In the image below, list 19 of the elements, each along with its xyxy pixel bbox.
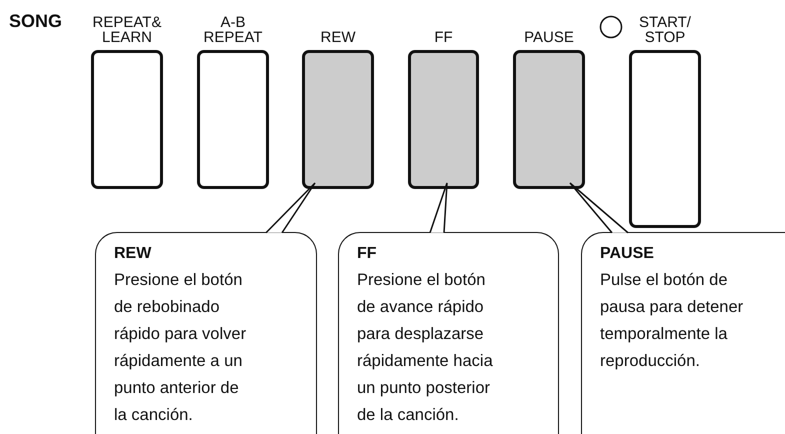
button-label: A-B REPEAT — [202, 15, 264, 45]
callout-heading: PAUSE — [600, 245, 654, 263]
callout-text: Presione el botón de rebobinado rápido para volver rápidamente a un punto anterior de la canción. — [114, 270, 248, 426]
button-label: REW — [320, 30, 356, 45]
callout-box — [581, 232, 785, 434]
callout-pointer — [569, 182, 629, 234]
callout-text: Pulse el botón de pausa para detener temporalmente la reproducción. — [600, 270, 744, 372]
section-label: SONG — [9, 11, 62, 32]
callout-heading: REW — [114, 245, 152, 263]
callout-heading: FF — [357, 245, 377, 263]
button-label: PAUSE — [523, 30, 575, 45]
callout-pointer — [429, 182, 448, 234]
callout-text: Presione el botón de avance rápido para desplazarse rápidamente hacia un punto posterior de la canción. — [357, 270, 494, 426]
callout-pointer — [265, 182, 316, 234]
callout-box — [95, 232, 317, 434]
button-label: FF — [433, 30, 454, 45]
callout-box — [338, 232, 559, 434]
button-label: REPEAT& LEARN — [92, 15, 162, 45]
button-label: START/ STOP — [638, 15, 692, 45]
